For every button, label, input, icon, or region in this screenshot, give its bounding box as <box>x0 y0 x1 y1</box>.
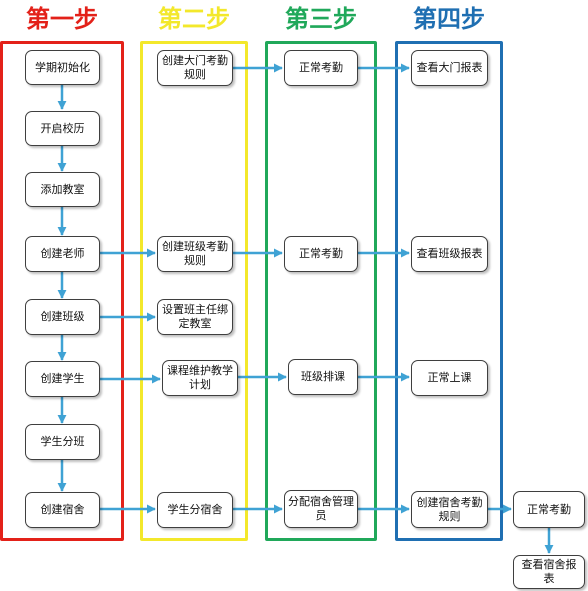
node-assign-student-class: 学生分班 <box>25 424 100 460</box>
node-assign-student-dorm: 学生分宿舍 <box>157 492 233 528</box>
node-create-class: 创建班级 <box>25 299 100 335</box>
step2-title: 第二步 <box>158 4 230 33</box>
node-init-term: 学期初始化 <box>25 50 100 85</box>
node-create-dorm: 创建宿舍 <box>25 492 100 528</box>
node-view-class-report: 查看班级报表 <box>411 236 488 272</box>
node-attendance-dorm: 正常考勤 <box>513 491 585 528</box>
node-add-classroom: 添加教室 <box>25 172 100 207</box>
step1-title: 第一步 <box>26 4 98 33</box>
node-set-head-teacher: 设置班主任绑定教室 <box>157 299 233 335</box>
node-view-gate-report: 查看大门报表 <box>411 50 488 86</box>
node-create-student: 创建学生 <box>25 361 100 397</box>
node-class-schedule: 班级排课 <box>288 359 358 395</box>
node-attendance-gate: 正常考勤 <box>284 50 358 86</box>
node-create-teacher: 创建老师 <box>25 236 100 272</box>
node-attendance-class: 正常考勤 <box>284 236 358 272</box>
step4-frame <box>395 41 503 541</box>
node-normal-class: 正常上课 <box>411 360 488 396</box>
node-view-dorm-report: 查看宿舍报表 <box>513 555 585 589</box>
step3-title: 第三步 <box>285 4 357 33</box>
node-create-class-rule: 创建班级考勤规则 <box>157 236 233 272</box>
step1-frame <box>0 41 124 541</box>
node-enable-calendar: 开启校历 <box>25 111 100 146</box>
step4-title: 第四步 <box>413 4 485 33</box>
node-create-gate-rule: 创建大门考勤规则 <box>157 50 233 86</box>
node-assign-dorm-manager: 分配宿舍管理员 <box>284 490 358 528</box>
step3-frame <box>265 41 377 541</box>
step2-frame <box>140 41 248 541</box>
node-course-plan: 课程维护教学计划 <box>162 360 238 396</box>
node-create-dorm-rule: 创建宿舍考勤规则 <box>411 491 488 528</box>
